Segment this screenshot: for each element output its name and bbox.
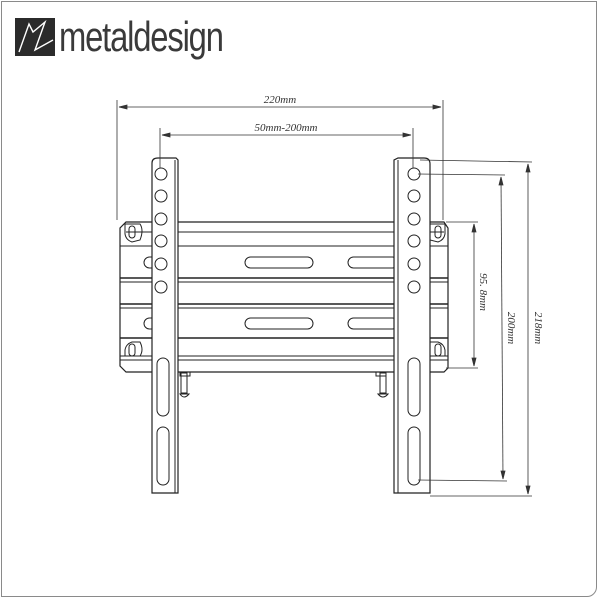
right-vesa-arm [393, 157, 431, 494]
locking-bolts [179, 371, 390, 398]
dim-overall-height: 218mm [532, 312, 544, 344]
dimension-lines [116, 100, 533, 497]
dim-vesa-vertical: 200mm [505, 312, 517, 344]
dim-vesa-horizontal: 50mm-200mm [255, 122, 318, 134]
brand-logo: metaldesign [15, 13, 269, 60]
metaldesign-logo-icon [15, 18, 55, 56]
left-vesa-arm [151, 157, 179, 494]
dim-overall-width: 220mm [264, 94, 296, 106]
dim-wall-plate-height: 95. 8mm [477, 273, 489, 311]
brand-name: metaldesign [59, 13, 224, 60]
